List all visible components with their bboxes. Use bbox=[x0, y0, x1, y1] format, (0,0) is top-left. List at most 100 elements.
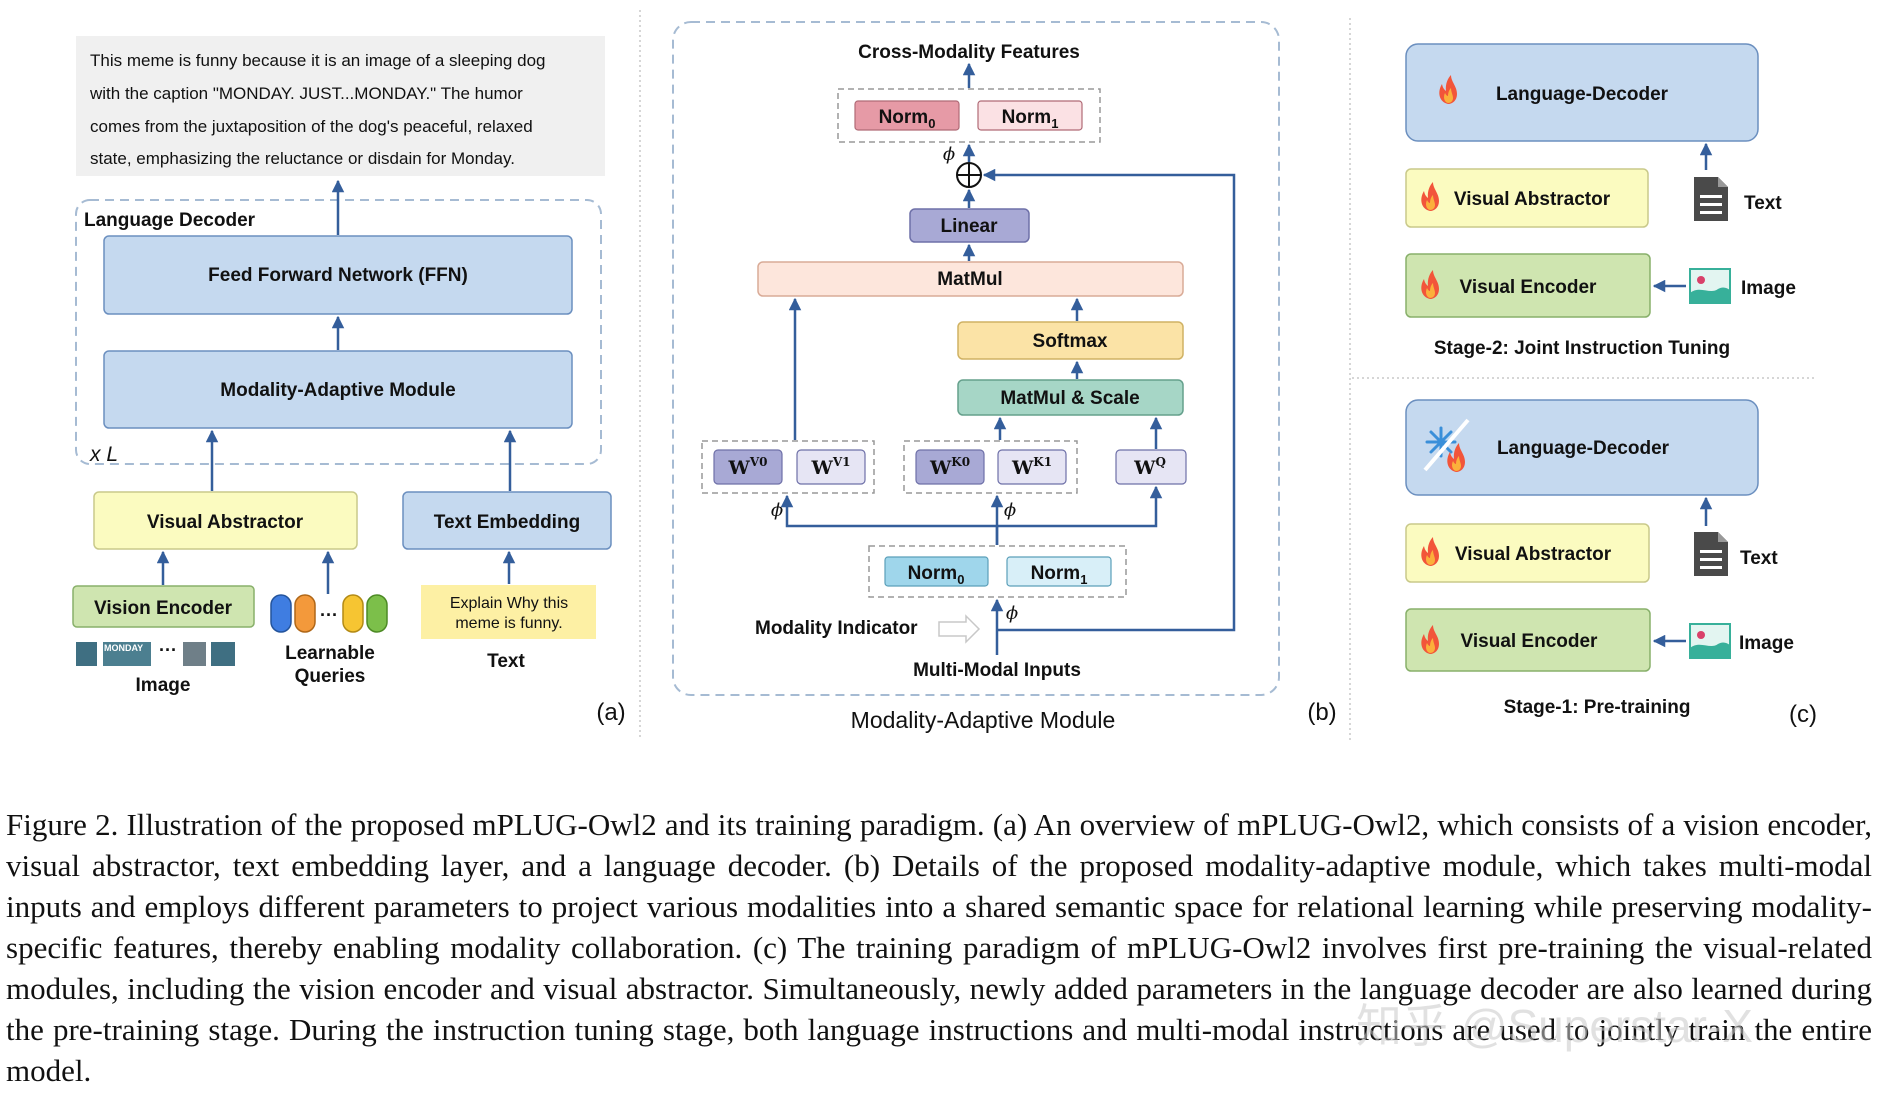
norm1-top-label: Norm1 bbox=[1002, 107, 1059, 131]
phi-top: ϕ bbox=[943, 144, 955, 165]
wv0-box bbox=[713, 449, 783, 485]
sum-node bbox=[956, 162, 982, 188]
wv0-label: WV0 bbox=[727, 455, 767, 479]
panel-b: Cross-Modality Features Norm0 Norm1 ϕ Li… bbox=[672, 21, 1337, 733]
phi-bottom: ϕ bbox=[1006, 603, 1018, 624]
wk0-box bbox=[915, 449, 985, 485]
image-label-a: Image bbox=[136, 675, 191, 696]
stage1-decoder-label: Language-Decoder bbox=[1497, 438, 1670, 459]
query-token-1 bbox=[270, 594, 292, 633]
prompt-box bbox=[421, 585, 596, 639]
stage2-decoder-label: Language-Decoder bbox=[1496, 84, 1669, 105]
inputs-label: Multi-Modal Inputs bbox=[913, 660, 1081, 681]
stage2-encoder-box bbox=[1405, 253, 1651, 318]
stage2-image-label: Image bbox=[1741, 278, 1796, 299]
watermark: 知乎 @Superstar-X bbox=[1356, 1000, 1753, 1052]
image-thumb-1 bbox=[76, 642, 97, 666]
panel-a: This meme is funny because it is an imag… bbox=[72, 36, 626, 726]
matmul-label: MatMul bbox=[937, 269, 1002, 290]
image-thumb-4 bbox=[211, 642, 235, 666]
norm0-top-label: Norm0 bbox=[879, 107, 936, 131]
wk0-label: WK0 bbox=[929, 455, 970, 479]
phi-wk: ϕ bbox=[1004, 500, 1016, 521]
norm-group-top bbox=[837, 88, 1101, 143]
image-icon bbox=[1689, 268, 1731, 304]
panel-c: Language-Decoder Visual Abstractor Visua… bbox=[1405, 43, 1817, 728]
norm1-bottom-label: Norm1 bbox=[1031, 563, 1088, 587]
panel-a-tag: (a) bbox=[596, 699, 625, 726]
queries-label-2: Queries bbox=[295, 666, 366, 687]
wk-group bbox=[903, 440, 1078, 494]
mam-label: Modality-Adaptive Module bbox=[220, 380, 455, 401]
wv1-box bbox=[796, 449, 866, 485]
image-ellipsis: ··· bbox=[159, 640, 177, 660]
language-decoder-label: Language Decoder bbox=[84, 210, 256, 231]
stage2-decoder-box bbox=[1405, 43, 1759, 142]
ffn-box bbox=[103, 235, 573, 315]
stage1-decoder-box bbox=[1405, 399, 1759, 496]
image-thumb-3 bbox=[183, 642, 206, 666]
meme-line-1: This meme is funny because it is an imag… bbox=[90, 51, 545, 70]
stage2-abstractor-label: Visual Abstractor bbox=[1454, 189, 1611, 210]
matmul-scale-label: MatMul & Scale bbox=[1000, 388, 1139, 409]
stage1-title: Stage-1: Pre-training bbox=[1504, 697, 1691, 718]
arrow-norm-wq bbox=[997, 485, 1163, 528]
stage1-encoder-label: Visual Encoder bbox=[1461, 631, 1599, 652]
wv-group bbox=[701, 440, 875, 494]
text-doc-icon bbox=[1694, 177, 1728, 221]
mam-frame bbox=[672, 21, 1280, 696]
stage2-abstractor-box bbox=[1405, 168, 1649, 228]
norm1-bottom-box bbox=[1006, 556, 1112, 587]
wq-label: WQ bbox=[1133, 455, 1166, 479]
wq-box bbox=[1115, 449, 1187, 485]
figure-caption: Figure 2. Illustration of the proposed m… bbox=[6, 807, 1872, 1088]
meme-line-2: with the caption "MONDAY. JUST...MONDAY.… bbox=[89, 84, 523, 103]
modality-indicator-label: Modality Indicator bbox=[755, 618, 918, 639]
query-token-2 bbox=[294, 594, 316, 633]
thumb-caption: MONDAY bbox=[104, 643, 143, 653]
repeat-label: x L bbox=[89, 443, 118, 466]
stage1-abstractor-box bbox=[1405, 523, 1650, 583]
stage1-text-label: Text bbox=[1740, 548, 1778, 569]
stage2-title: Stage-2: Joint Instruction Tuning bbox=[1434, 338, 1730, 359]
norm-group-bottom bbox=[868, 545, 1127, 598]
text-embedding-box bbox=[402, 491, 612, 550]
stage2-encoder-label: Visual Encoder bbox=[1460, 277, 1598, 298]
text-doc-icon bbox=[1694, 532, 1728, 576]
norm1-top-box bbox=[977, 100, 1083, 131]
wk1-label: WK1 bbox=[1011, 455, 1052, 479]
wv1-label: WV1 bbox=[810, 455, 850, 479]
stage1-abstractor-label: Visual Abstractor bbox=[1455, 544, 1612, 565]
query-ellipsis: ··· bbox=[320, 605, 338, 625]
softmax-label: Softmax bbox=[1033, 331, 1108, 352]
meme-line-4: state, emphasizing the reluctance or dis… bbox=[90, 149, 515, 168]
image-thumb-2 bbox=[103, 642, 151, 666]
stage2-text-label: Text bbox=[1744, 193, 1782, 214]
image-icon bbox=[1689, 623, 1731, 659]
stage1-image-label: Image bbox=[1739, 633, 1794, 654]
query-token-4 bbox=[366, 594, 388, 633]
ffn-label: Feed Forward Network (FFN) bbox=[208, 265, 468, 286]
arrow-norm-wv bbox=[780, 494, 999, 545]
softmax-box bbox=[957, 321, 1184, 360]
panel-b-tag: (b) bbox=[1307, 699, 1336, 726]
phi-wv: ϕ bbox=[771, 500, 783, 521]
text-embedding-label: Text Embedding bbox=[434, 512, 580, 533]
prompt-line-1: Explain Why this bbox=[450, 595, 568, 612]
linear-label: Linear bbox=[940, 216, 998, 237]
vision-encoder-box bbox=[72, 585, 255, 628]
matmul-box bbox=[757, 261, 1184, 297]
wk1-box bbox=[997, 449, 1067, 485]
snowflake-slash bbox=[1423, 418, 1470, 472]
norm0-bottom-box bbox=[884, 556, 989, 587]
linear-box bbox=[909, 208, 1030, 243]
meme-line-3: comes from the juxtaposition of the dog'… bbox=[90, 117, 533, 136]
text-label-a: Text bbox=[487, 651, 525, 672]
output-label: Cross-Modality Features bbox=[858, 42, 1080, 63]
indicator-arrow bbox=[938, 614, 981, 644]
panel-b-title: Modality-Adaptive Module bbox=[851, 707, 1116, 733]
visual-abstractor-label-a: Visual Abstractor bbox=[147, 512, 304, 533]
queries-label-1: Learnable bbox=[285, 643, 375, 664]
visual-abstractor-box-a bbox=[93, 491, 358, 550]
